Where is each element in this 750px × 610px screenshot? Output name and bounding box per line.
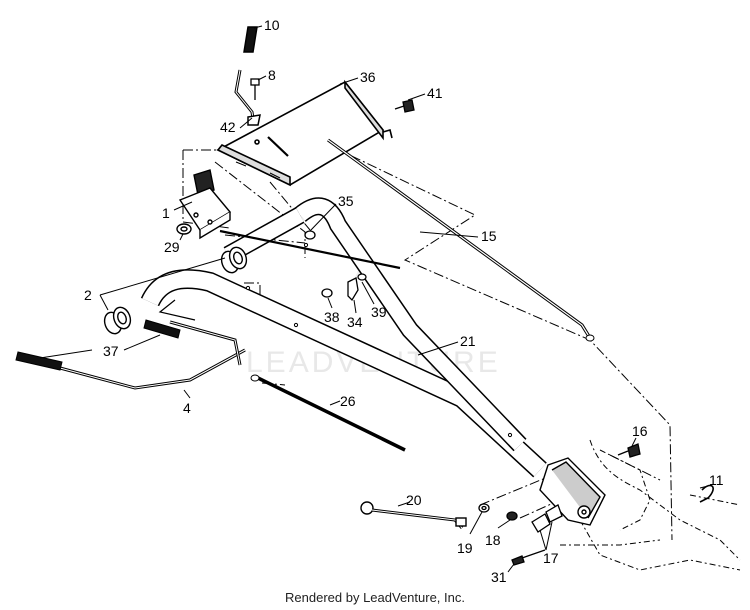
- label-8: 8: [268, 67, 276, 83]
- label-21: 21: [460, 333, 476, 349]
- label-31: 31: [491, 569, 507, 585]
- part-36-panel: [216, 79, 393, 187]
- label-34: 34: [347, 314, 363, 330]
- label-20: 20: [406, 492, 422, 508]
- label-16: 16: [632, 423, 648, 439]
- label-1: 1: [162, 205, 170, 221]
- part-37-grips: [15, 319, 181, 371]
- label-39: 39: [371, 304, 387, 320]
- label-35: 35: [338, 193, 354, 209]
- label-42: 42: [220, 119, 236, 135]
- callout-lines: [39, 25, 709, 573]
- handle-bottom-bracket: [539, 457, 606, 526]
- part-41-bolt: [394, 99, 415, 113]
- label-15: 15: [481, 228, 497, 244]
- label-38: 38: [324, 309, 340, 325]
- part-29-nut: [176, 223, 192, 235]
- part-26-rod: [250, 374, 406, 452]
- label-10: 10: [264, 17, 280, 33]
- label-19: 19: [457, 540, 473, 556]
- lower-hardware: [478, 443, 714, 566]
- part-labels: 10 8 36 41 42 1 29 35 15 2 38 34 39 21 3…: [84, 17, 724, 585]
- part-10-42-lever: [234, 26, 261, 126]
- tiller-outline: [560, 439, 741, 571]
- label-26: 26: [340, 393, 356, 409]
- part-38-34-39: [321, 273, 367, 302]
- label-37: 37: [103, 343, 119, 359]
- part-21-handle: [140, 197, 547, 478]
- part-20-lever: [360, 501, 467, 529]
- footer-credit: Rendered by LeadVenture, Inc.: [285, 590, 465, 605]
- label-11: 11: [709, 472, 724, 488]
- part-4-lever: [59, 299, 246, 390]
- handle-holes: [245, 242, 513, 438]
- label-36: 36: [360, 69, 376, 85]
- part-8-bolt: [250, 78, 260, 100]
- label-29: 29: [164, 239, 180, 255]
- part-2-bushings: [103, 246, 248, 335]
- label-2: 2: [84, 287, 92, 303]
- label-4: 4: [183, 400, 191, 416]
- part-15-rod: [327, 138, 595, 342]
- label-17: 17: [543, 550, 559, 566]
- label-18: 18: [485, 532, 501, 548]
- part-1-bracket: [178, 169, 232, 240]
- label-41: 41: [427, 85, 443, 101]
